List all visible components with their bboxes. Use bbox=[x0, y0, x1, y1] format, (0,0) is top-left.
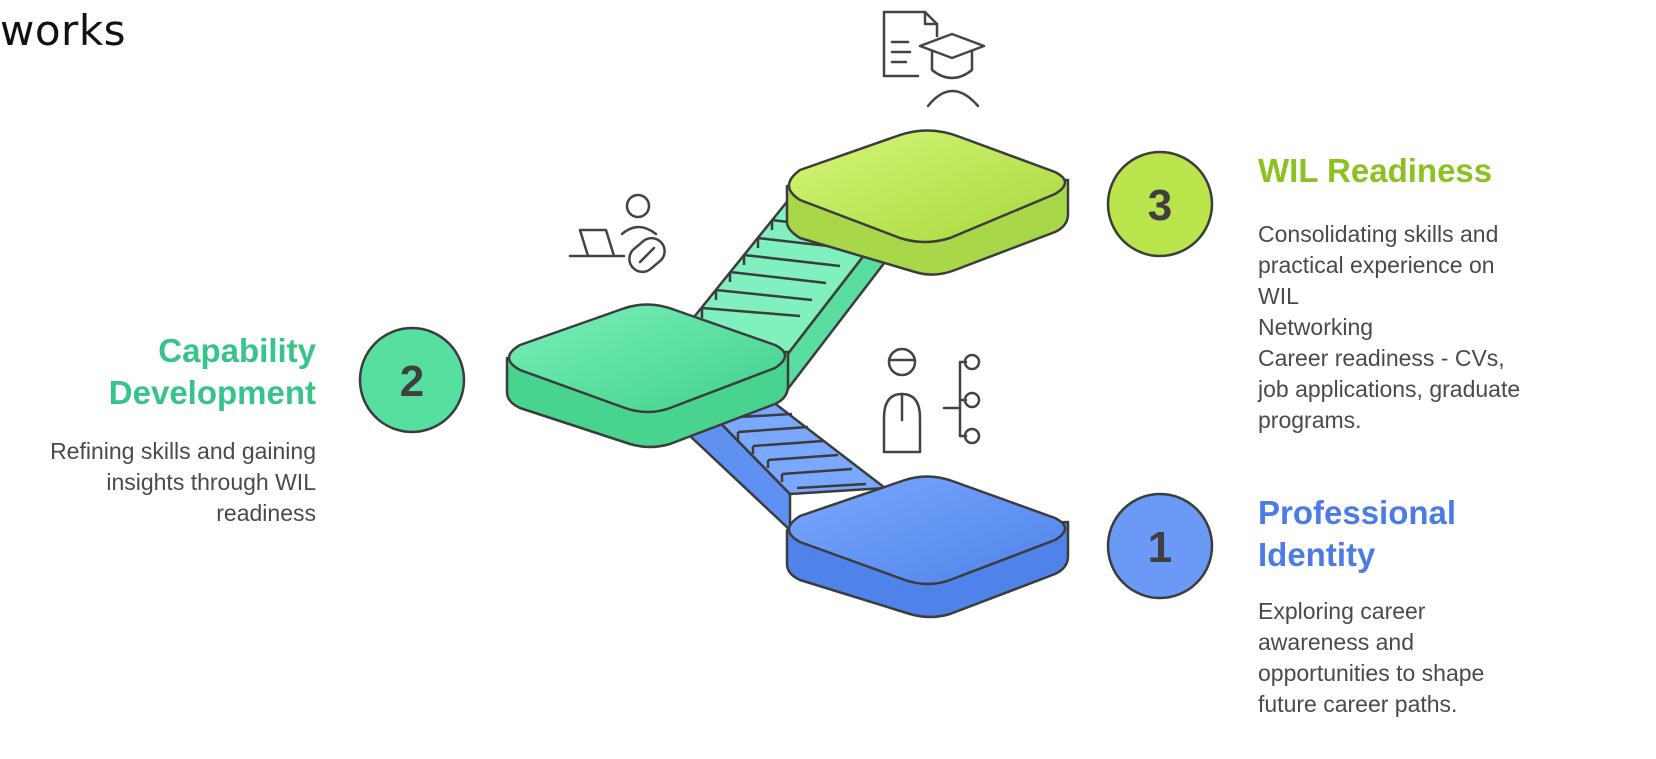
step-3-description-line: Career readiness - CVs, bbox=[1258, 345, 1505, 371]
step-1-description-line: Exploring career bbox=[1258, 598, 1426, 624]
step-3-description-line: WIL bbox=[1258, 283, 1299, 309]
step-3-title: WIL Readiness bbox=[1258, 152, 1493, 189]
step-3-description-line: Consolidating skills and bbox=[1258, 221, 1499, 247]
svg-text:3: 3 bbox=[1148, 181, 1172, 230]
step-1-title: Professional Identity bbox=[1258, 494, 1457, 573]
svg-text:2: 2 bbox=[400, 357, 424, 406]
platform-1 bbox=[785, 475, 1070, 619]
step-2-description: Refining skills and gaining insights thr… bbox=[0, 436, 316, 529]
step-1-description-line: awareness and bbox=[1258, 629, 1414, 655]
step-1-badge: 1 bbox=[1106, 492, 1214, 600]
step-2-description-line: readiness bbox=[216, 500, 316, 526]
step-1-description: Exploring career awareness and opportuni… bbox=[1258, 596, 1548, 720]
step-3-badge: 3 bbox=[1106, 150, 1214, 258]
step-3-description-line: practical experience on bbox=[1258, 252, 1495, 278]
page-title: works bbox=[0, 6, 127, 55]
step-2-title: Capability Development bbox=[108, 332, 316, 411]
step-2-description-line: insights through WIL bbox=[106, 469, 316, 495]
svg-text:1: 1 bbox=[1148, 523, 1172, 572]
person-network-icon bbox=[882, 347, 981, 454]
step-3-description: Consolidating skills and practical exper… bbox=[1258, 219, 1578, 436]
step-1-description-line: future career paths. bbox=[1258, 691, 1458, 717]
platform-3 bbox=[785, 129, 1070, 276]
step-3-description-line: programs. bbox=[1258, 407, 1362, 433]
step-2-description-line: Refining skills and gaining bbox=[50, 438, 316, 464]
step-3-description-line: job applications, graduate bbox=[1258, 376, 1521, 402]
step-1-description-line: opportunities to shape bbox=[1258, 660, 1485, 686]
person-laptop-icon bbox=[568, 193, 666, 274]
platform-2 bbox=[505, 303, 790, 449]
step-2-badge: 2 bbox=[358, 326, 466, 434]
graduate-document-icon bbox=[882, 10, 986, 108]
step-3-description-line: Networking bbox=[1258, 314, 1374, 340]
